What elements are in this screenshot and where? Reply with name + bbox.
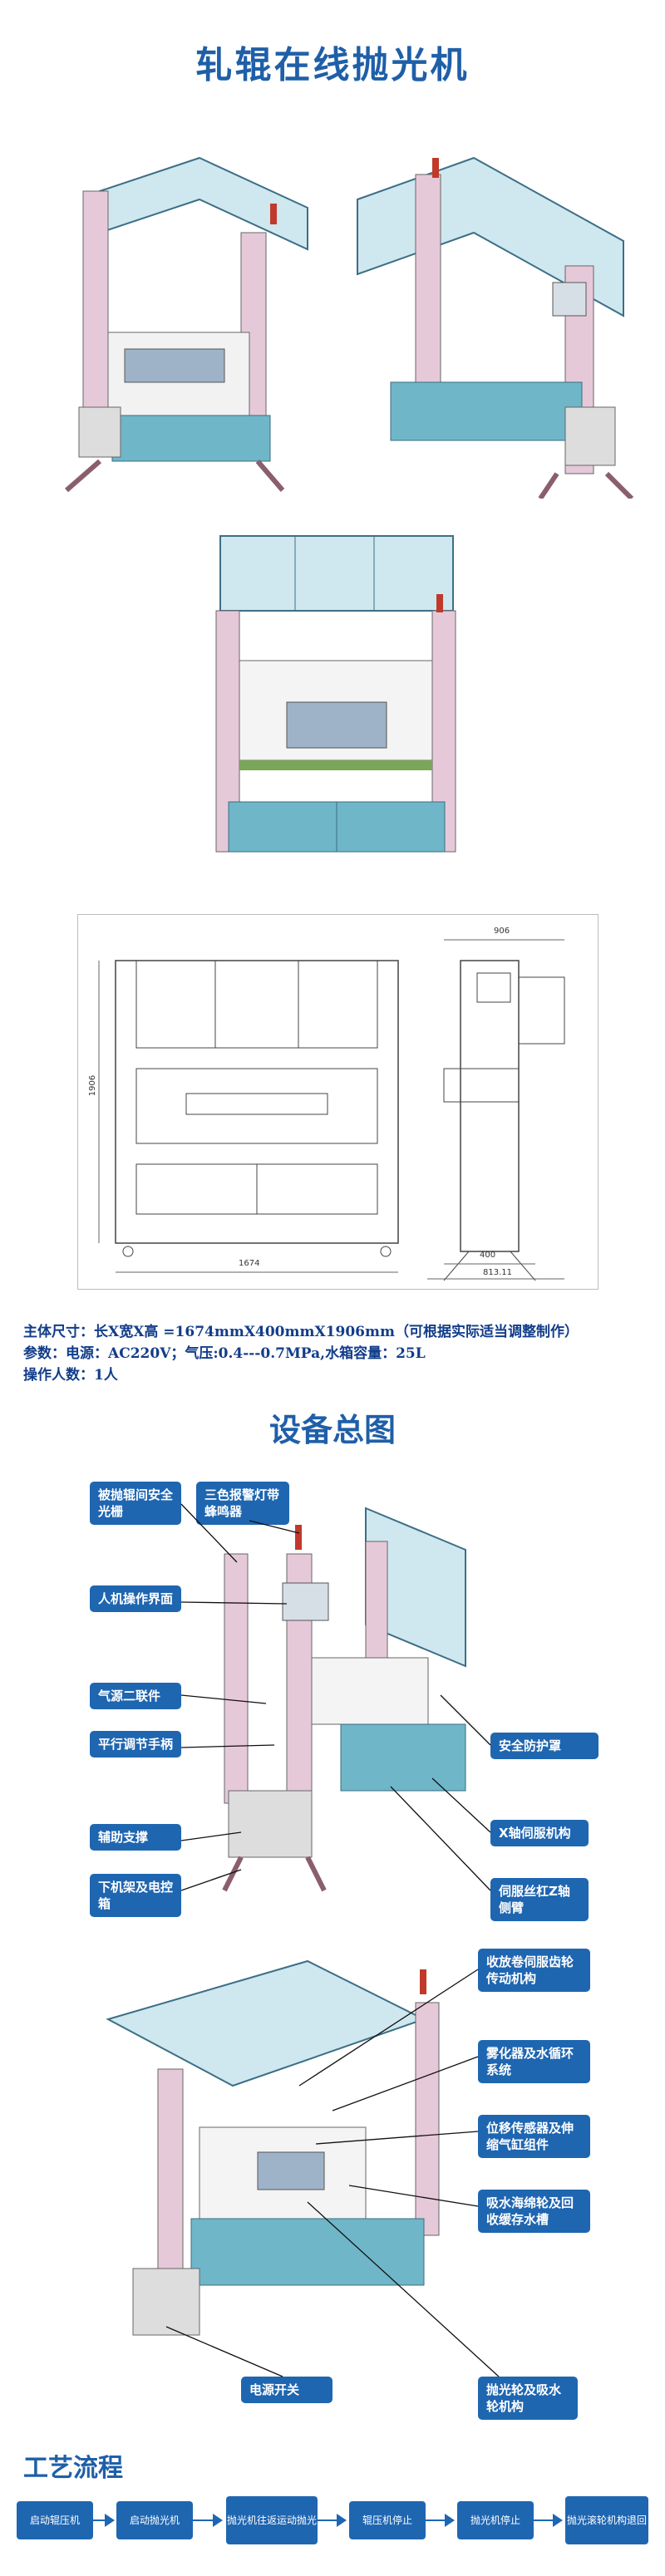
- dim-side-top: 906: [494, 927, 510, 936]
- spec-dimensions: 主体尺寸：长X宽X高 =1674mmX400mmX1906mm（可根据实际适当调…: [23, 1324, 579, 1340]
- dim-width: 1674: [239, 1259, 260, 1268]
- spec-parameters: 参数：电源：AC220V；气压:0.4---0.7MPa,水箱容量：25L: [23, 1345, 426, 1362]
- label-x-servo: X轴伺服机构: [490, 1820, 589, 1846]
- label-displacement-sensor: 位移传感器及伸缩气缸组件: [478, 2115, 590, 2158]
- dim-side-bottom2: 813.11: [483, 1268, 512, 1277]
- process-step-4: 辊压机停止: [349, 2501, 426, 2539]
- process-arrow-1: [93, 2519, 106, 2521]
- technical-drawing: 1674 1906 906 400 813.11: [77, 914, 598, 1290]
- label-polish-wheel: 抛光轮及吸水轮机构: [478, 2377, 578, 2420]
- process-step-1: 启动辊压机: [17, 2501, 93, 2539]
- process-step-6: 抛光滚轮机构退回: [565, 2496, 648, 2544]
- process-arrow-3: [318, 2519, 337, 2521]
- overview-render-bottom: [91, 1944, 524, 2360]
- process-arrow-4: [426, 2519, 446, 2521]
- machine-render-right: [341, 141, 640, 501]
- process-arrowhead-3: [337, 2514, 347, 2527]
- process-arrow-2: [193, 2519, 214, 2521]
- process-arrowhead-4: [445, 2514, 455, 2527]
- label-z-servo: 伺服丝杠Z轴侧臂: [490, 1878, 589, 1921]
- process-step-5: 抛光机停止: [457, 2501, 534, 2539]
- label-light-curtain: 被抛辊间安全光栅: [90, 1482, 181, 1525]
- label-sponge-wheel: 吸水海绵轮及回收缓存水槽: [478, 2190, 590, 2233]
- label-tower-light: 三色报警灯带蜂鸣器: [196, 1482, 289, 1525]
- label-parallel-handle: 平行调节手柄: [90, 1731, 181, 1757]
- spec-operators: 操作人数：1人: [23, 1367, 118, 1384]
- label-air-unit: 气源二联件: [90, 1683, 181, 1709]
- process-step-3: 抛光机往返运动抛光: [226, 2496, 318, 2544]
- overview-title: 设备总图: [268, 1412, 396, 1448]
- machine-render-front: [212, 528, 461, 893]
- process-arrowhead-1: [105, 2514, 115, 2527]
- label-aux-support: 辅助支撑: [90, 1824, 181, 1851]
- process-arrowhead-2: [213, 2514, 223, 2527]
- process-arrow-5: [534, 2519, 554, 2521]
- overview-render-top: [208, 1475, 474, 1907]
- label-reel-servo: 收放卷伺服齿轮传动机构: [478, 1949, 590, 1992]
- machine-render-left: [33, 141, 316, 499]
- process-step-2: 启动抛光机: [116, 2501, 193, 2539]
- label-safety-cover: 安全防护罩: [490, 1733, 598, 1759]
- label-power-switch: 电源开关: [241, 2377, 332, 2403]
- label-hmi: 人机操作界面: [90, 1585, 181, 1612]
- page-title: 轧辊在线抛光机: [195, 44, 470, 86]
- label-lower-frame: 下机架及电控箱: [90, 1874, 181, 1917]
- label-atomizer: 雾化器及水循环系统: [478, 2040, 590, 2083]
- dim-side-bottom1: 400: [480, 1251, 496, 1260]
- process-title: 工艺流程: [23, 2454, 123, 2483]
- process-arrowhead-5: [553, 2514, 563, 2527]
